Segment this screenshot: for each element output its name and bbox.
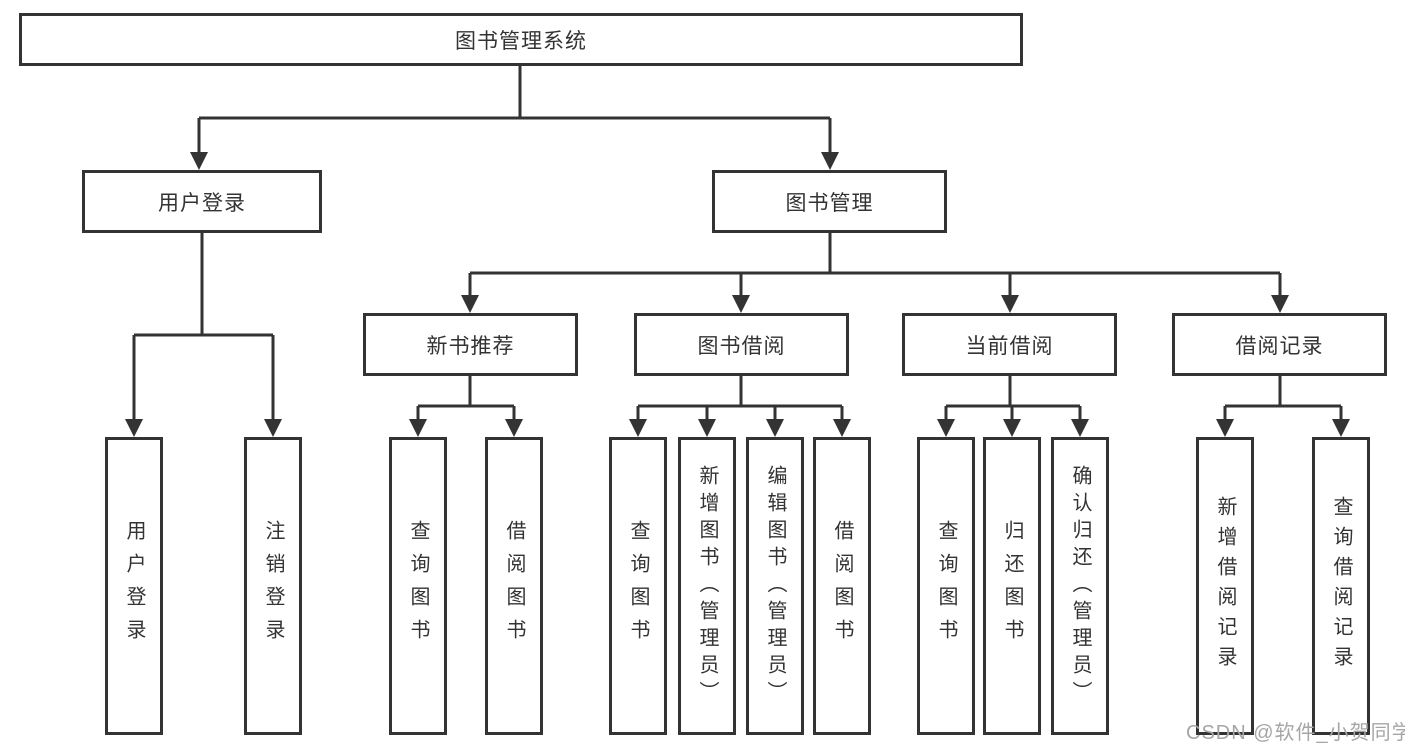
leaf-add-book-admin: 新增图书（管理员）: [678, 437, 736, 735]
node-label: 图书管理系统: [455, 29, 587, 53]
node-label: 查询借阅记录: [1330, 496, 1352, 676]
node-label: 编辑图书（管理员）: [764, 464, 786, 708]
leaf-user-login: 用户登录: [105, 437, 163, 735]
node-label: 注销登录: [262, 520, 284, 652]
node-label: 新增借阅记录: [1214, 496, 1236, 676]
node-label: 借阅图书: [503, 520, 525, 652]
node-label: 归还图书: [1001, 520, 1023, 652]
node-book-borrowing: 图书借阅: [634, 313, 849, 376]
node-label: 查询图书: [407, 520, 429, 652]
node-label: 查询图书: [627, 520, 649, 652]
node-label: 新增图书（管理员）: [696, 464, 718, 708]
leaf-borrow-books-recommend: 借阅图书: [485, 437, 543, 735]
leaf-query-borrow-record: 查询借阅记录: [1312, 437, 1370, 735]
node-label: 图书借阅: [697, 334, 786, 358]
node-label: 图书管理: [785, 191, 874, 215]
node-book-management: 图书管理: [712, 170, 947, 233]
leaf-query-books-borrowing: 查询图书: [609, 437, 667, 735]
node-label: 查询图书: [935, 520, 957, 652]
node-library-management-system: 图书管理系统: [19, 13, 1023, 66]
node-label: 当前借阅: [965, 334, 1054, 358]
node-new-book-recommendation: 新书推荐: [363, 313, 578, 376]
node-label: 借阅记录: [1235, 334, 1324, 358]
node-user-login: 用户登录: [82, 170, 322, 233]
leaf-add-borrow-record: 新增借阅记录: [1196, 437, 1254, 735]
node-label: 用户登录: [123, 520, 145, 652]
leaf-query-books-recommend: 查询图书: [389, 437, 447, 735]
csdn-watermark: CSDN @软件_小贺同学: [1186, 722, 1405, 744]
leaf-borrow-books-borrowing: 借阅图书: [813, 437, 871, 735]
leaf-return-books: 归还图书: [983, 437, 1041, 735]
leaf-edit-book-admin: 编辑图书（管理员）: [746, 437, 804, 735]
node-label: 用户登录: [158, 191, 246, 215]
node-borrowing-records: 借阅记录: [1172, 313, 1387, 376]
node-label: 新书推荐: [426, 334, 515, 358]
node-label: 确认归还（管理员）: [1069, 464, 1091, 708]
leaf-confirm-return-admin: 确认归还（管理员）: [1051, 437, 1109, 735]
leaf-logout: 注销登录: [244, 437, 302, 735]
node-label: 借阅图书: [831, 520, 853, 652]
leaf-query-books-current: 查询图书: [917, 437, 975, 735]
node-current-borrowing: 当前借阅: [902, 313, 1117, 376]
